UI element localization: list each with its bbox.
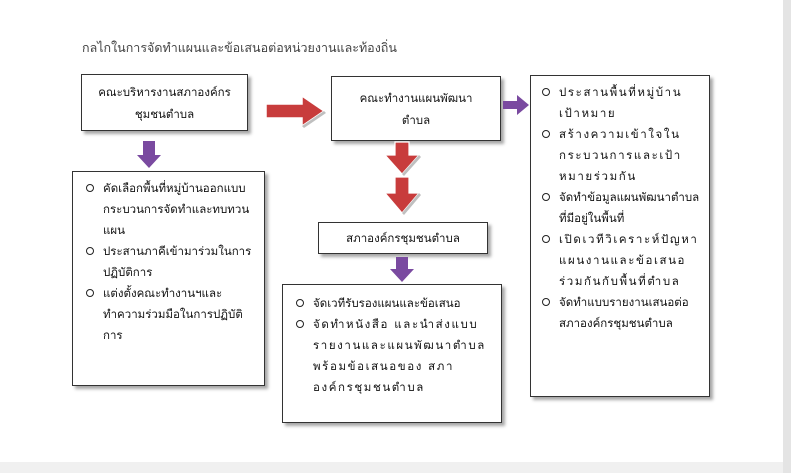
- window-bottom-edge: [0, 462, 783, 473]
- council-tasks-box: จัดเวทีรับรองแผนและข้อเสนอ จัดทำหนังสือ …: [282, 284, 502, 423]
- arrow-right-red-icon: [265, 94, 326, 128]
- list-item: จัดทำแบบรายงานเสนอต่อสภาองค์กรชุมชนตำบล: [535, 292, 703, 334]
- arrow-down-red-icon: [383, 141, 421, 176]
- arrow-down-purple-icon: [137, 141, 161, 168]
- arrow-down-purple-icon: [390, 257, 414, 282]
- list-item: เปิดเวทีวิเคราะห์ปัญหาแผนงานและข้อเสนอร่…: [535, 229, 703, 292]
- list-item: ประสานพื้นที่หมู่บ้านเป้าหมาย: [535, 82, 703, 124]
- committee-box: คณะบริหารงานสภาองค์กรชุมชนตำบล: [81, 74, 248, 131]
- working-team-tasks-list: ประสานพื้นที่หมู่บ้านเป้าหมาย สร้างความเ…: [535, 82, 703, 334]
- list-item: คัดเลือกพื้นที่หมู่บ้านออกแบบกระบวนการจั…: [79, 178, 256, 241]
- committee-box-label: คณะบริหารงานสภาองค์กรชุมชนตำบล: [98, 84, 231, 121]
- list-item: สร้างความเข้าใจในกระบวนการและเป้าหมายร่ว…: [535, 124, 703, 187]
- council-box-label: สภาองค์กรชุมชนตำบล: [346, 231, 460, 245]
- list-item: ประสานภาคีเข้ามาร่วมในการปฏิบัติการ: [79, 241, 256, 283]
- list-item: แต่งตั้งคณะทำงานฯและทำความร่วมมือในการปฏ…: [79, 283, 256, 346]
- working-team-box: คณะทำงานแผนพัฒนาตำบล: [331, 76, 501, 141]
- list-item: จัดเวทีรับรองแผนและข้อเสนอ: [289, 293, 493, 314]
- page-title: กลไกในการจัดทำแผนและข้อเสนอต่อหน่วยงานแล…: [82, 40, 397, 55]
- arrow-right-purple-icon: [503, 95, 529, 115]
- committee-tasks-box: คัดเลือกพื้นที่หมู่บ้านออกแบบกระบวนการจั…: [72, 171, 265, 386]
- list-item: จัดทำหนังสือ และนำส่งแบบรายงานและแผนพัฒน…: [289, 314, 493, 398]
- working-team-box-label: คณะทำงานแผนพัฒนาตำบล: [359, 90, 473, 127]
- list-item: จัดทำข้อมูลแผนพัฒนาตำบลที่มีอยู่ในพื้นที…: [535, 187, 703, 229]
- arrow-down-red-icon: [383, 176, 421, 215]
- council-tasks-list: จัดเวทีรับรองแผนและข้อเสนอ จัดทำหนังสือ …: [289, 293, 493, 398]
- working-team-tasks-box: ประสานพื้นที่หมู่บ้านเป้าหมาย สร้างความเ…: [530, 75, 710, 397]
- council-box: สภาองค์กรชุมชนตำบล: [318, 222, 488, 254]
- window-right-edge: [783, 0, 791, 473]
- committee-tasks-list: คัดเลือกพื้นที่หมู่บ้านออกแบบกระบวนการจั…: [79, 178, 256, 346]
